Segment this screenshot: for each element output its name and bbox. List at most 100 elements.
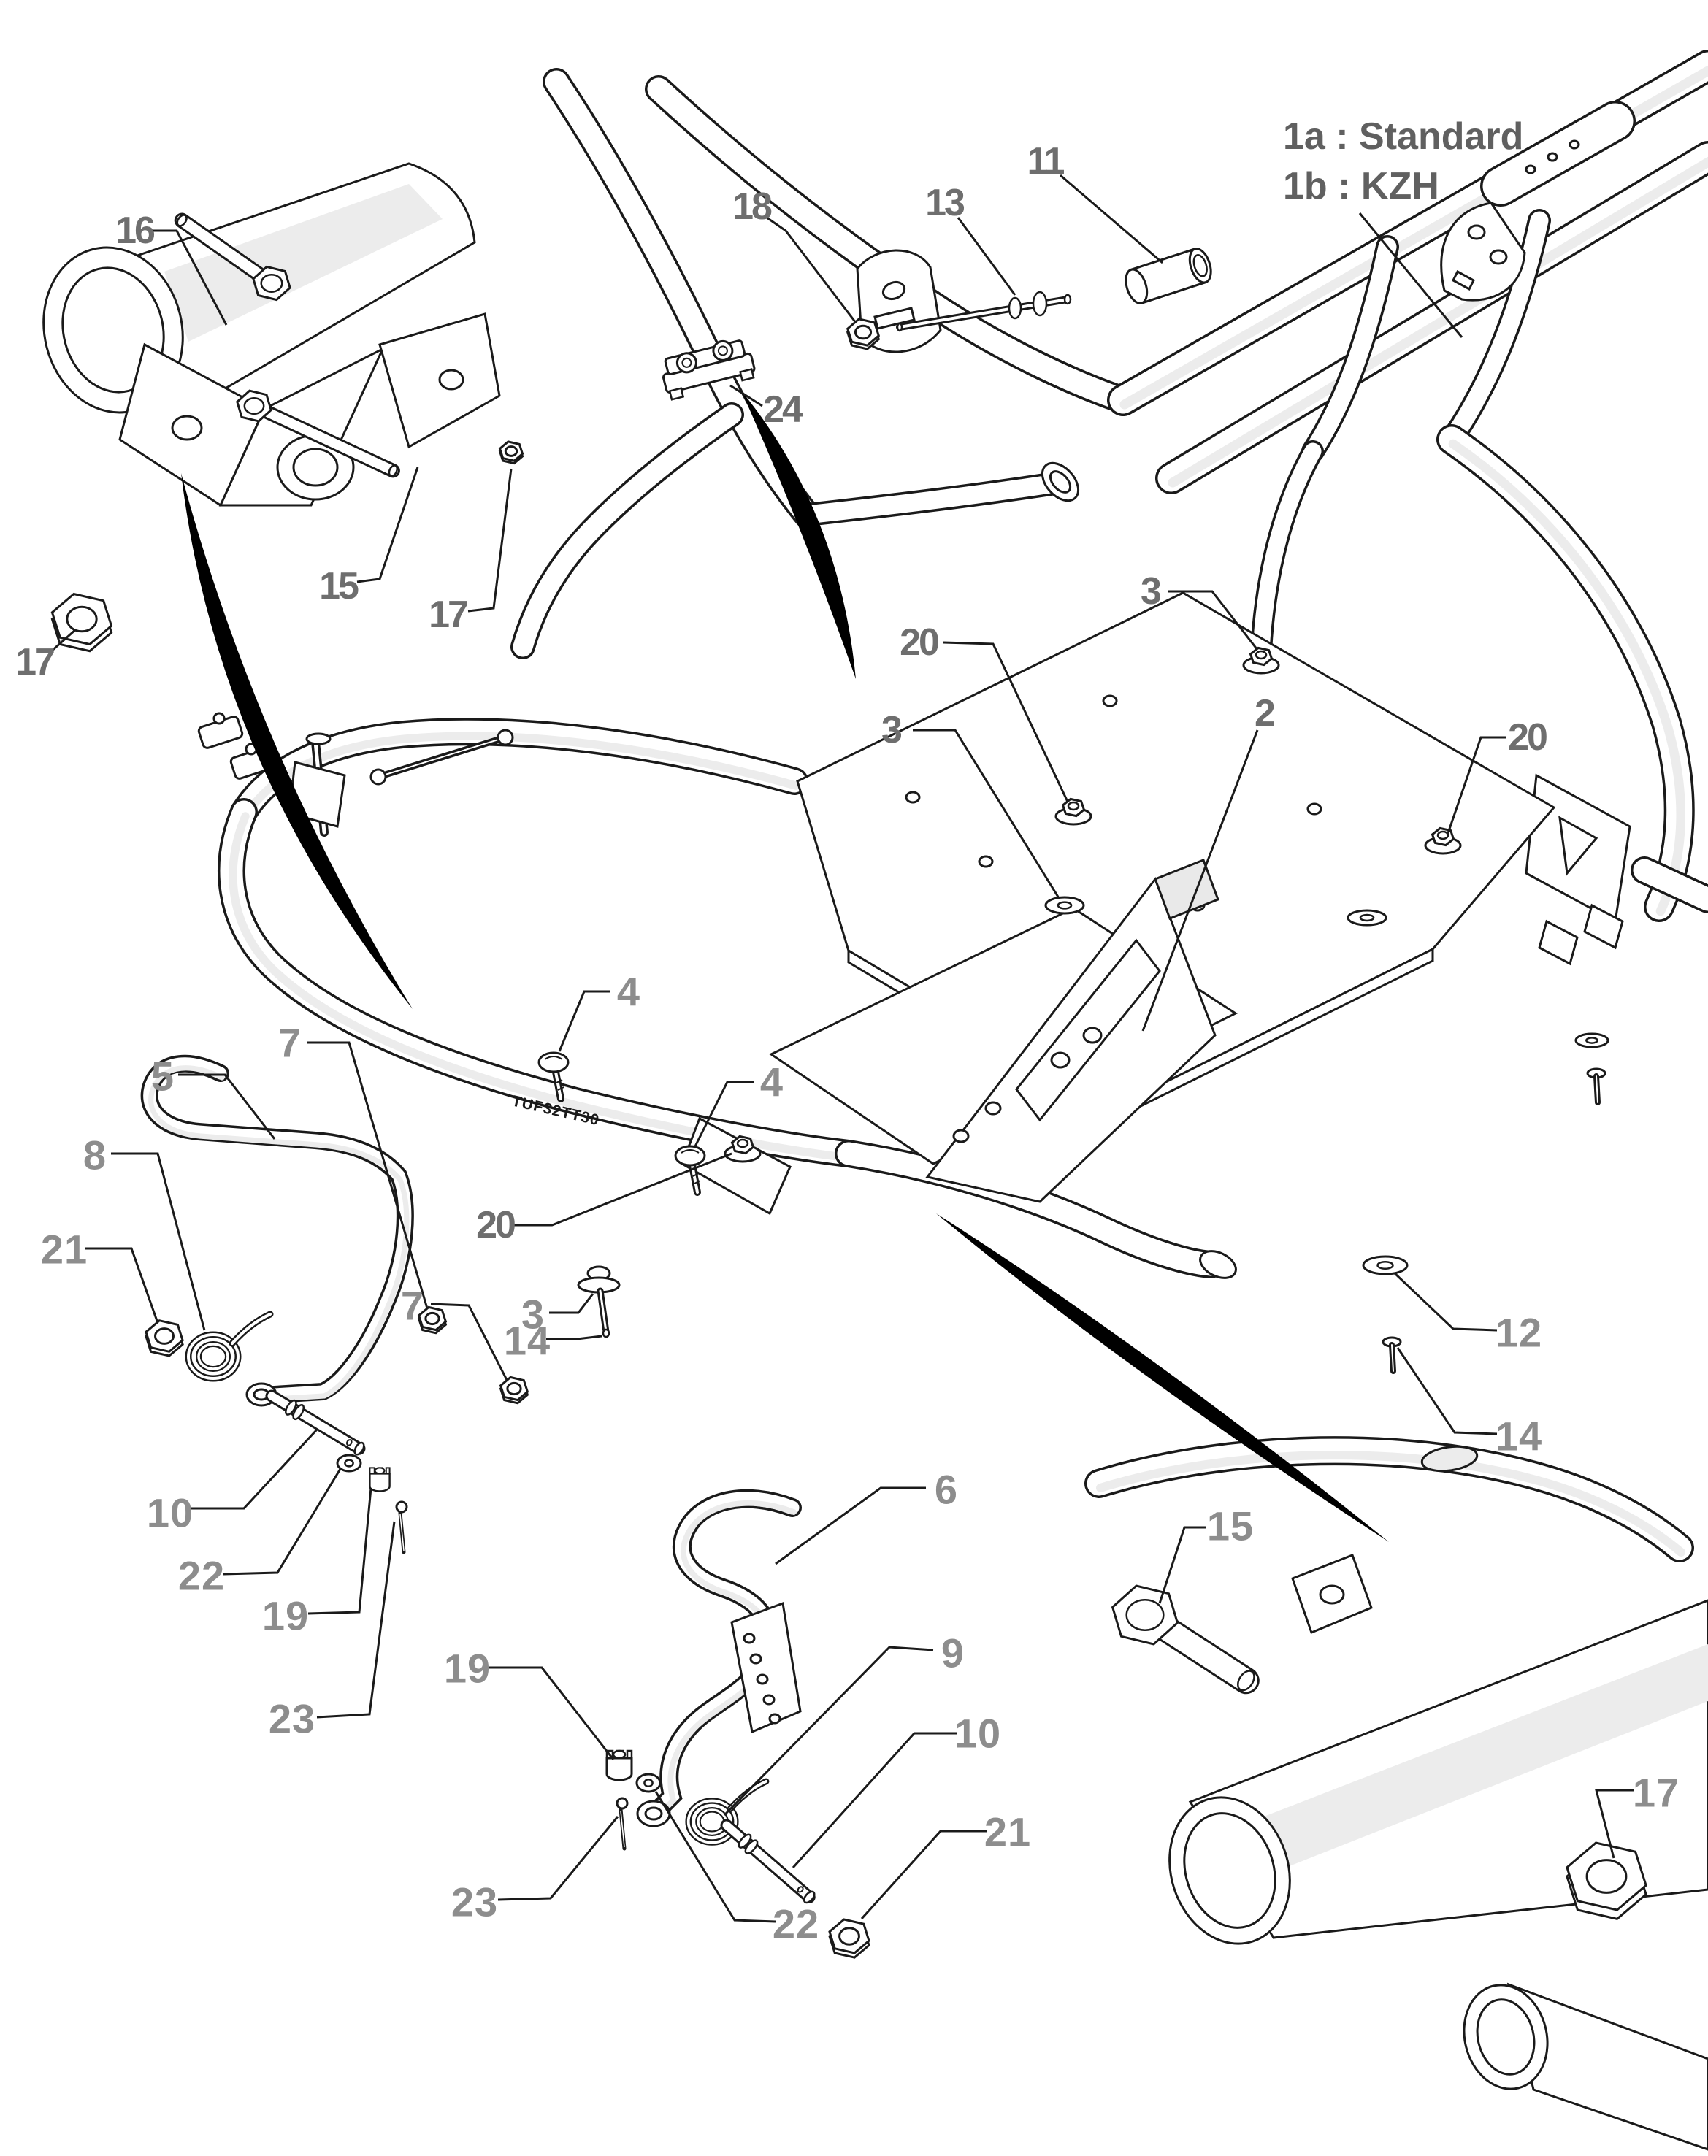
part-number-label: 10 xyxy=(954,1711,1001,1757)
callout-5-16: 5 xyxy=(151,1054,276,1140)
callout-10-29: 10 xyxy=(792,1711,1001,1869)
callout-14-35: 14 xyxy=(1396,1347,1542,1459)
small-nut-7a xyxy=(417,1305,448,1335)
leader-line xyxy=(49,628,77,654)
part-number-label: 8 xyxy=(83,1132,107,1178)
callout-24-7: 24 xyxy=(729,384,805,431)
part-number-label: 10 xyxy=(147,1490,194,1536)
frame-artwork xyxy=(42,50,1708,2151)
leader-line xyxy=(1396,1347,1498,1435)
pan-screw-4b xyxy=(674,1145,706,1196)
rivet-14-right xyxy=(1586,1067,1606,1105)
spacer-11 xyxy=(1125,248,1212,304)
part-number-label: 20 xyxy=(1508,716,1547,759)
part-number-label: 3 xyxy=(1141,570,1161,613)
leader-line xyxy=(467,468,513,613)
leader-line xyxy=(316,1521,396,1719)
rivet-14 xyxy=(1382,1336,1402,1374)
leader-line xyxy=(1393,1272,1498,1332)
part-number-label: 22 xyxy=(178,1553,225,1599)
callout-15-1: 15 xyxy=(319,467,419,607)
leader-line xyxy=(356,467,419,583)
callout-7-24: 7 xyxy=(401,1283,508,1381)
callout-20-9: 20 xyxy=(900,621,1069,802)
pan-screw-4a xyxy=(537,1051,570,1102)
leader-line xyxy=(957,217,1016,296)
leader-line xyxy=(723,1646,934,1817)
part-number-label: 23 xyxy=(269,1696,315,1742)
flat-bolt-3b xyxy=(577,1265,621,1338)
strut-washer xyxy=(1347,909,1387,927)
callout-17-3: 17 xyxy=(15,628,77,683)
callout-16-0: 16 xyxy=(115,210,228,326)
part-number-label: 14 xyxy=(1496,1413,1542,1459)
part-number-label: 5 xyxy=(151,1054,175,1100)
leader-line xyxy=(1060,174,1163,264)
castle-nut-19a xyxy=(369,1467,391,1492)
lock-nut-18 xyxy=(846,318,881,350)
part-number-label: 19 xyxy=(262,1593,309,1639)
part-number-label: 6 xyxy=(935,1467,958,1513)
callout-22-33: 22 xyxy=(654,1791,819,1947)
legend-line-kzh: 1b : KZH xyxy=(1283,165,1439,207)
cotter-pin-23c xyxy=(616,1797,629,1851)
part-number-label: 4 xyxy=(760,1059,784,1105)
hex-nut-17-large xyxy=(1566,1841,1647,1920)
flange-nut-3-top xyxy=(1242,646,1280,675)
callout-4-14: 4 xyxy=(694,1059,784,1147)
callout-14-26: 14 xyxy=(504,1318,602,1364)
part-number-label: 22 xyxy=(773,1901,819,1947)
callout-19-31: 19 xyxy=(444,1646,615,1760)
lock-nut-21b xyxy=(828,1918,870,1959)
washer-3 xyxy=(1044,896,1085,915)
leader-line xyxy=(943,641,1069,802)
legend: 1a : Standard 1b : KZH xyxy=(1283,115,1523,338)
callout-17-37: 17 xyxy=(1595,1770,1680,1859)
part-number-label: 20 xyxy=(476,1204,515,1246)
lock-nut-21a xyxy=(145,1319,184,1357)
part-number-label: 7 xyxy=(278,1020,302,1066)
callout-10-20: 10 xyxy=(147,1428,318,1536)
leader-line xyxy=(307,1487,372,1615)
leader-line xyxy=(558,990,610,1052)
callout-12-34: 12 xyxy=(1393,1272,1542,1356)
callout-7-17: 7 xyxy=(278,1020,429,1309)
callout-8-18: 8 xyxy=(83,1132,206,1331)
callout-23-23: 23 xyxy=(269,1521,396,1742)
callout-4-13: 4 xyxy=(558,969,640,1052)
part-number-label: 21 xyxy=(984,1809,1031,1855)
hex-bolt-15-large xyxy=(1111,1584,1260,1695)
small-nut-7b xyxy=(499,1376,529,1405)
castle-nut-19c xyxy=(605,1749,633,1781)
leader-line xyxy=(860,1830,987,1920)
part-number-label: 19 xyxy=(444,1646,491,1692)
leader-line xyxy=(488,1666,615,1760)
callout-18-4: 18 xyxy=(732,185,857,323)
part-number-label: 17 xyxy=(1633,1770,1680,1816)
part-number-label: 12 xyxy=(1496,1310,1542,1356)
callout-20-12: 20 xyxy=(1446,716,1549,836)
callout-3-8: 3 xyxy=(1141,570,1259,651)
leader-line xyxy=(178,1073,276,1140)
callout-2-11: 2 xyxy=(1141,692,1276,1032)
leader-line xyxy=(307,1041,429,1309)
legend-leader-line xyxy=(1358,212,1463,338)
callout-17-2: 17 xyxy=(429,468,513,636)
callout-20-15: 20 xyxy=(476,1152,732,1246)
leader-line xyxy=(549,1293,594,1314)
leader-line xyxy=(1158,1526,1206,1604)
callout-6-27: 6 xyxy=(775,1467,958,1565)
leader-line xyxy=(223,1468,342,1576)
part-number-label: 15 xyxy=(319,565,359,607)
part-number-label: 20 xyxy=(900,621,938,664)
leader-line xyxy=(1446,736,1506,836)
part-number-label: 23 xyxy=(451,1879,498,1925)
flange-nut-20-center xyxy=(724,1135,762,1163)
callout-3-10: 3 xyxy=(881,709,1060,899)
swoosh-arrows xyxy=(181,391,1389,1542)
flange-nut-20-left xyxy=(1054,797,1092,826)
callout-9-28: 9 xyxy=(723,1630,964,1817)
legend-line-standard: 1a : Standard xyxy=(1283,115,1523,158)
